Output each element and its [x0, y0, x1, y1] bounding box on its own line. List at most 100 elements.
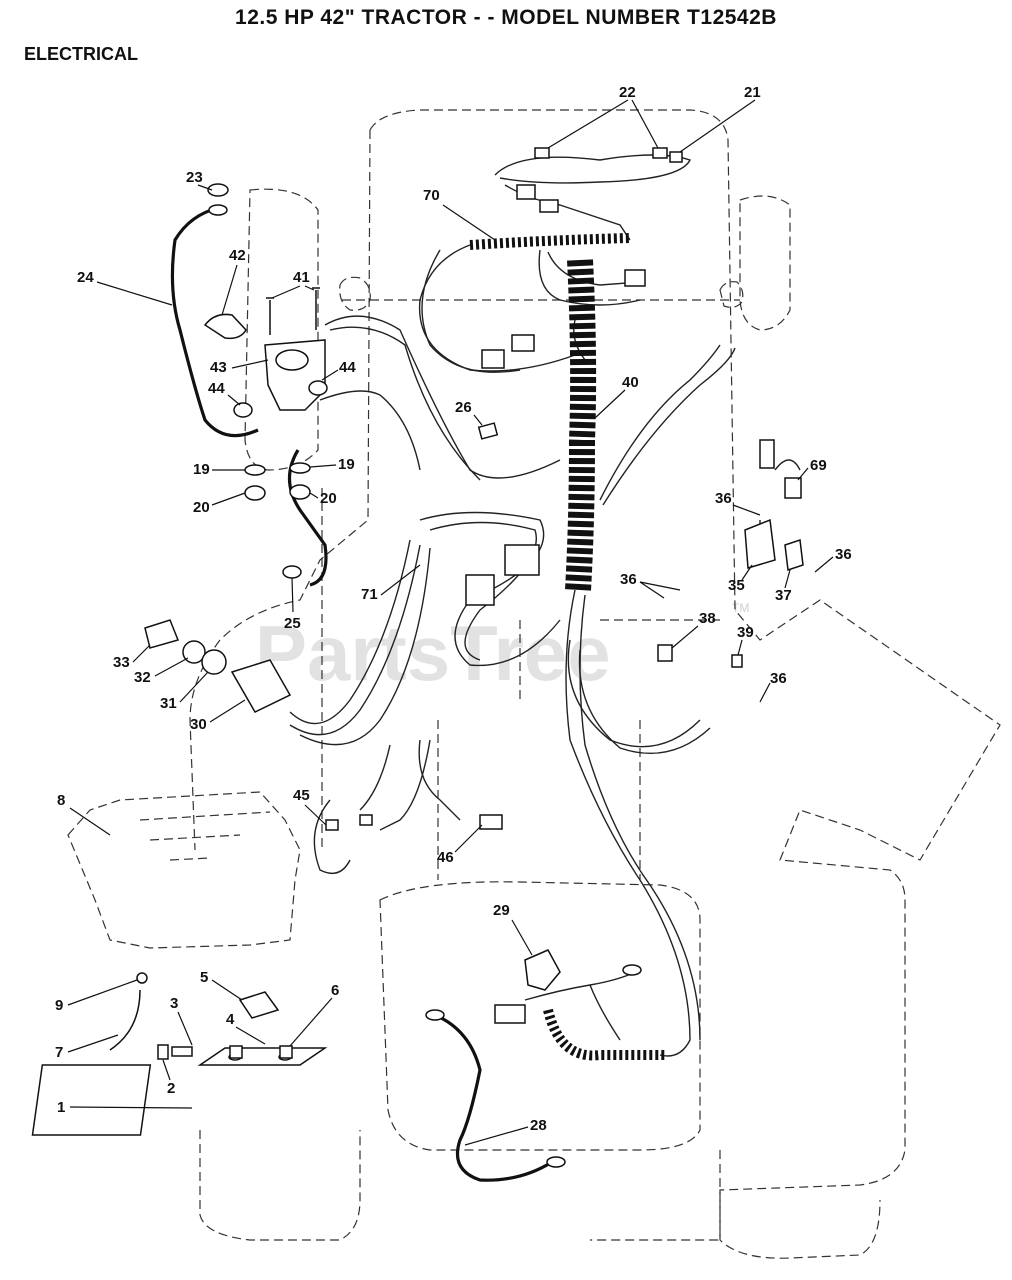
- connector-c: [624, 269, 646, 287]
- terminal-29: [622, 964, 642, 976]
- callout-44a: 44: [208, 380, 225, 397]
- callout-31: 31: [160, 695, 177, 712]
- connector-a: [516, 184, 536, 200]
- nut-44a: [233, 402, 253, 418]
- callout-30: 30: [190, 716, 207, 733]
- terminal-bolt-3: [171, 1046, 193, 1057]
- section-heading: ELECTRICAL: [24, 44, 138, 64]
- callout-44b: 44: [339, 359, 356, 376]
- nut-20a: [244, 485, 266, 501]
- ring-terminal-28a: [425, 1009, 445, 1021]
- callout-21: 21: [744, 84, 761, 101]
- lamp-22b: [652, 147, 668, 159]
- wiring-harness: [289, 154, 801, 1057]
- nut-4: [229, 1045, 243, 1059]
- callout-3: 3: [170, 995, 178, 1012]
- washer-19a: [244, 464, 266, 476]
- callout-5: 5: [200, 969, 208, 986]
- callout-29: 29: [493, 902, 510, 919]
- nut-44b: [308, 380, 328, 396]
- connector-26: [477, 422, 499, 440]
- callout-25: 25: [284, 615, 301, 632]
- relay-29: [524, 949, 561, 991]
- callout-22: 22: [619, 84, 636, 101]
- conduit-40: [565, 259, 597, 591]
- washer-19b: [289, 462, 311, 474]
- callout-36b: 36: [835, 546, 852, 563]
- conduit-70: [469, 233, 631, 250]
- pad-5: [238, 991, 280, 1019]
- bracket-35: [744, 518, 776, 569]
- lamp-socket-21: [669, 151, 683, 163]
- boot-2: [157, 1044, 169, 1060]
- callout-40: 40: [622, 374, 639, 391]
- connector-45: [325, 819, 339, 831]
- callout-39: 39: [737, 624, 754, 641]
- bolt-41b: [312, 287, 320, 330]
- watermark-text: PartsTree: [255, 609, 611, 697]
- connector-46: [479, 814, 503, 830]
- ring-terminal-28b: [546, 1156, 566, 1168]
- callout-33: 33: [113, 654, 130, 671]
- terminal-9: [136, 972, 148, 984]
- battery-1: [31, 1064, 152, 1136]
- callout-36a: 36: [715, 490, 732, 507]
- parts: [31, 147, 804, 1168]
- callout-46: 46: [437, 849, 454, 866]
- callout-9: 9: [55, 997, 63, 1014]
- plunger-39: [731, 654, 743, 668]
- conduit-lower: [543, 1008, 665, 1061]
- bracket-37: [784, 538, 804, 572]
- ignition-switch-30: [230, 659, 292, 713]
- connector-d: [481, 349, 505, 369]
- callout-19a: 19: [193, 461, 210, 478]
- callout-19b: 19: [338, 456, 355, 473]
- terminal-boot-42: [203, 313, 247, 340]
- diagram-title: 12.5 HP 42" TRACTOR - - MODEL NUMBER T12…: [235, 6, 777, 29]
- callout-36d: 36: [770, 670, 787, 687]
- callout-20b: 20: [320, 490, 337, 507]
- nut-20b: [289, 484, 311, 500]
- callout-8: 8: [57, 792, 65, 809]
- callout-35: 35: [728, 577, 745, 594]
- callout-71: 71: [361, 586, 378, 603]
- callout-42: 42: [229, 247, 246, 264]
- callout-41: 41: [293, 269, 310, 286]
- callout-6: 6: [331, 982, 339, 999]
- callout-2: 2: [167, 1080, 175, 1097]
- multipin-connector-a: [504, 544, 540, 576]
- vent-tube-7: [109, 989, 141, 1051]
- multipin-connector-b: [465, 574, 495, 606]
- nut-32: [182, 640, 206, 664]
- callout-43: 43: [210, 359, 227, 376]
- connector-b: [539, 199, 559, 213]
- watermark-trademark: TM: [732, 601, 749, 615]
- switch-69: [784, 477, 802, 499]
- callout-20a: 20: [193, 499, 210, 516]
- callout-69: 69: [810, 457, 827, 474]
- callout-26: 26: [455, 399, 472, 416]
- ring-terminal-23b: [208, 204, 228, 216]
- callout-38: 38: [699, 610, 716, 627]
- callout-4: 4: [226, 1011, 235, 1028]
- callout-45: 45: [293, 787, 310, 804]
- bolt-41a: [266, 297, 274, 335]
- tractor-ghost-outline: [67, 109, 1001, 1259]
- switch-38: [657, 644, 673, 662]
- part-callouts: 22 21 23 70 42 24 41 43 44 44 40 26 19 1…: [55, 84, 852, 1146]
- callout-37: 37: [775, 587, 792, 604]
- lamp-22a: [534, 147, 550, 159]
- callout-23: 23: [186, 169, 203, 186]
- callout-32: 32: [134, 669, 151, 686]
- bezel-31: [201, 649, 227, 675]
- ring-terminal-23: [207, 183, 229, 197]
- callout-24: 24: [77, 269, 94, 286]
- callout-36c: 36: [620, 571, 637, 588]
- callout-28: 28: [530, 1117, 547, 1134]
- callout-70: 70: [423, 187, 440, 204]
- terminal-25: [282, 565, 302, 579]
- key-33: [144, 619, 180, 649]
- callout-7: 7: [55, 1044, 63, 1061]
- connector-e: [511, 334, 535, 352]
